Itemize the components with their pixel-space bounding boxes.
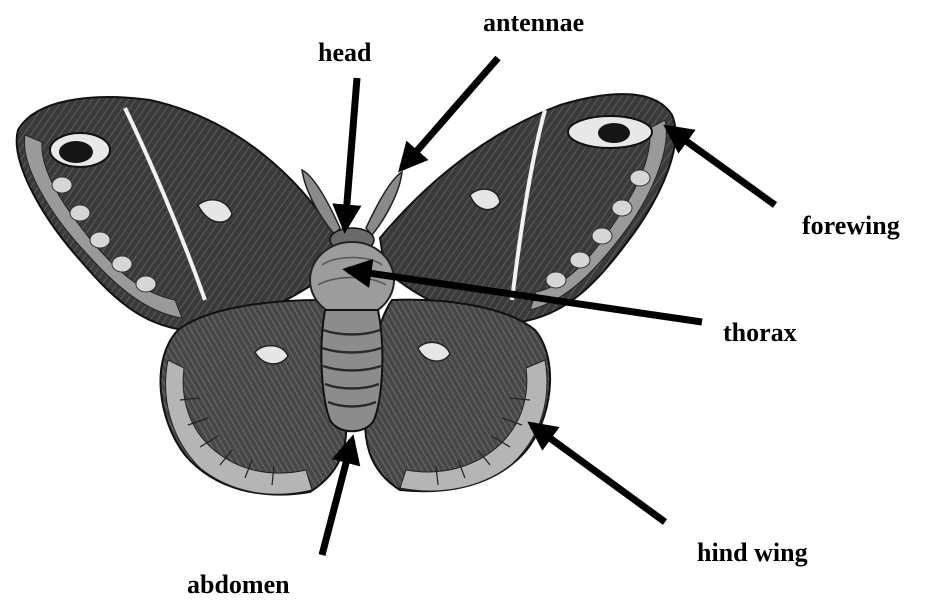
arrow-head	[345, 78, 357, 228]
abdomen-illustration	[321, 310, 382, 431]
label-abdomen: abdomen	[187, 572, 290, 598]
right-forewing	[380, 94, 675, 322]
right-hind-wing	[365, 300, 550, 492]
label-head: head	[318, 40, 371, 66]
thorax-illustration	[310, 242, 394, 318]
left-forewing	[17, 97, 335, 330]
arrow-hind-wing	[532, 425, 665, 522]
label-hind-wing: hind wing	[697, 540, 808, 566]
label-forewing: forewing	[802, 213, 900, 239]
moth-illustration	[17, 94, 676, 494]
label-antennae: antennae	[483, 10, 584, 36]
label-thorax: thorax	[723, 320, 797, 346]
left-hind-wing	[160, 300, 346, 495]
arrow-forewing	[668, 128, 775, 205]
